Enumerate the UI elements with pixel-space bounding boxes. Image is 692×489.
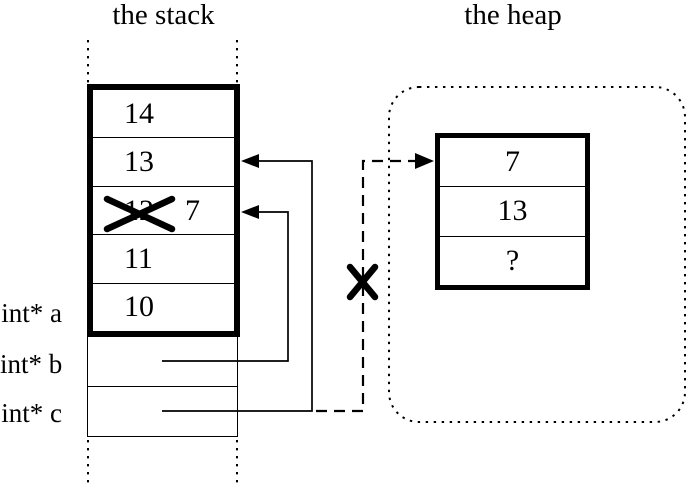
heap-cell-value: ? [505, 243, 520, 277]
stack-cell-value: 11 [124, 241, 153, 275]
stack-title: the stack [112, 0, 215, 31]
stack-cell: 14 [93, 90, 234, 139]
heap-box: 7 13 ? [435, 133, 590, 290]
pointer-label-c: int* c [1, 398, 62, 428]
heap-cell: 7 [440, 138, 585, 188]
pointer-slot-c [88, 387, 237, 436]
pointer-label-a: int* a [1, 298, 62, 328]
heap-cell-value: 13 [497, 194, 528, 228]
stack-cell-value: 13 [124, 145, 154, 179]
pointer-slot-b [88, 337, 237, 387]
arrowhead-heap-icon [415, 153, 434, 169]
arrowhead-b-icon [241, 205, 259, 219]
pointer-variable-rows [87, 337, 238, 437]
x-mark-over-dashed-arrow-icon [346, 263, 379, 301]
stack-cell-value: 14 [124, 96, 154, 130]
heap-cell: 13 [440, 187, 585, 237]
stack-cell-value: 10 [124, 290, 154, 324]
stack-cell: 11 [93, 235, 234, 284]
heap-cell: ? [440, 237, 585, 285]
stack-cell: 13 [93, 138, 234, 187]
heap-title: the heap [464, 0, 562, 31]
stack-frame-box: 14 13 12 7 11 10 [87, 84, 240, 337]
replacement-value: 7 [185, 193, 200, 227]
pointer-label-b: int* b [0, 349, 63, 379]
heap-cell-value: 7 [505, 145, 520, 179]
stack-cell: 12 7 [93, 187, 234, 236]
dashed-arrow-to-heap [316, 159, 416, 413]
arrowhead-c-icon [241, 154, 259, 168]
crossed-out-value: 12 [124, 193, 154, 227]
stack-cell: 10 [93, 284, 234, 331]
